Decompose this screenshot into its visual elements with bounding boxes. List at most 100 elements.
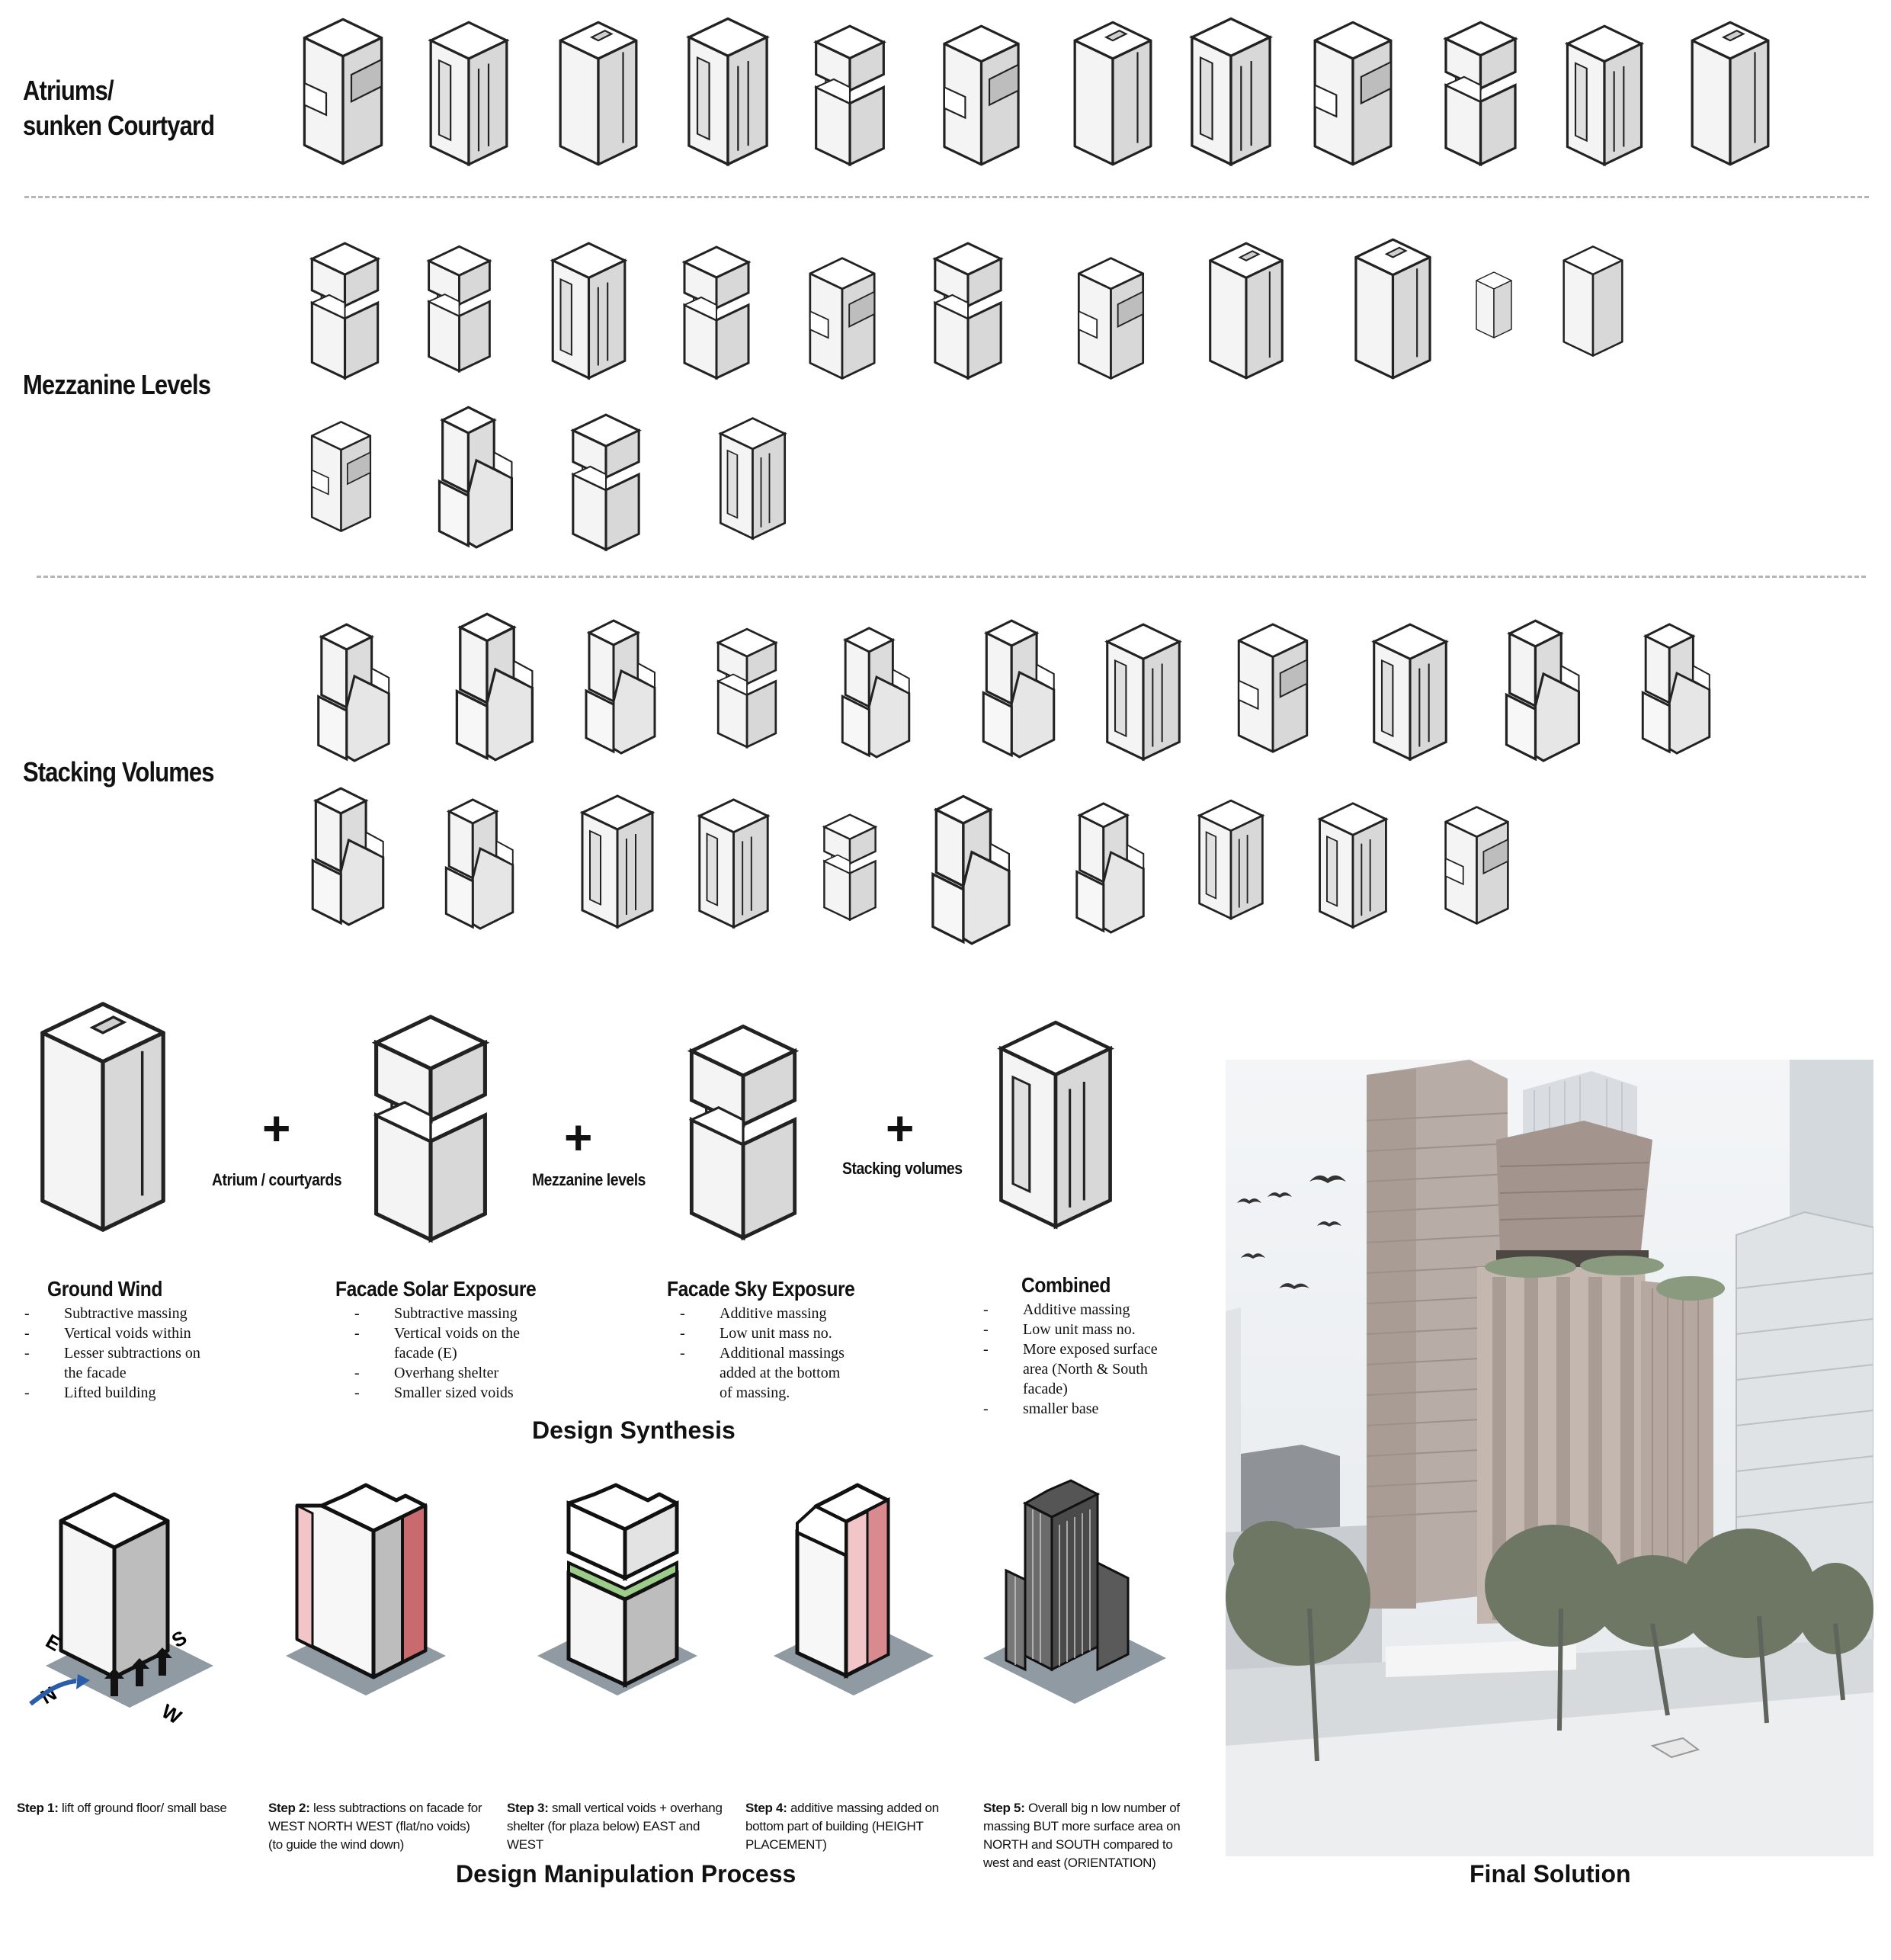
massing-block [1364, 621, 1456, 762]
massing-block [800, 255, 884, 381]
massing-block [705, 415, 800, 541]
massing-block [1433, 804, 1521, 926]
atrium-row [301, 15, 1825, 175]
massing-block [293, 419, 389, 534]
massing-block [1197, 789, 1265, 930]
operator-label-mezzanine: Mezzanine levels [532, 1170, 646, 1189]
massing-block [427, 19, 511, 168]
massing-block [1429, 19, 1532, 168]
arrow-up-icon [104, 1668, 124, 1696]
process-step-3-diagram [537, 1483, 697, 1695]
massing-block [545, 240, 633, 381]
category-label-mezzanine: Mezzanine Levels [23, 369, 211, 400]
bullet: smaller base [983, 1399, 1212, 1419]
section-caption-final: Final Solution [1470, 1860, 1631, 1888]
massing-block [1071, 19, 1155, 168]
step-text: Overall big n low number of massing BUT … [983, 1801, 1181, 1870]
category-label-atriums: Atriums/ sunken Courtyard [23, 75, 215, 141]
wind-arrow-icon [76, 1674, 90, 1689]
massing-block [1071, 255, 1151, 381]
bullet: Subtractive massing [24, 1304, 268, 1323]
bullet: the facade [64, 1365, 127, 1381]
plus-icon: + [262, 1101, 291, 1156]
bullet: Lesser subtractions on [24, 1343, 268, 1363]
massing-block [713, 610, 781, 766]
step-caption-5: Step 5: Overall big n low number of mass… [983, 1799, 1200, 1872]
massing-block [1494, 618, 1593, 762]
synthesis-ground-wind-block [30, 999, 175, 1235]
massing-block [1101, 621, 1185, 762]
massing-block [309, 621, 400, 762]
massing-block [454, 610, 537, 762]
column-title-solar: Facade Solar Exposure [335, 1277, 537, 1301]
step-prefix: Step 5: [983, 1801, 1025, 1815]
massing-block [1185, 15, 1277, 168]
massing-block [1067, 800, 1155, 934]
massing-block [572, 793, 663, 930]
massing-block [690, 797, 777, 930]
bullet: Low unit mass no. [680, 1323, 909, 1343]
bullet: Vertical voids within [24, 1323, 268, 1343]
massing-block [922, 793, 1021, 945]
massing-block [434, 404, 518, 549]
step-text: lift off ground floor/ small base [58, 1801, 227, 1815]
compass-w: W [158, 1699, 186, 1728]
column-title-ground-wind: Ground Wind [47, 1277, 162, 1301]
bullet: facade (E) [394, 1345, 457, 1362]
massing-block [309, 785, 389, 926]
synthesis-sky-block [675, 1022, 812, 1243]
massing-block [1559, 244, 1627, 358]
massing-block [583, 610, 659, 762]
bullet: Overhang shelter [354, 1363, 583, 1383]
bullet: Low unit mass no. [983, 1320, 1212, 1339]
operator-label-atrium: Atrium / courtyards [212, 1170, 342, 1189]
mezzanine-row-1 [301, 233, 1673, 385]
column-bullets-combined: Additive massing Low unit mass no. More … [983, 1300, 1212, 1419]
step-prefix: Step 1: [17, 1801, 59, 1815]
massing-block [934, 23, 1029, 168]
massing-block [678, 15, 777, 168]
section-caption-process: Design Manipulation Process [456, 1860, 796, 1888]
massing-block [1235, 621, 1311, 755]
city-render-image [1226, 1060, 1873, 1856]
category-label-stacking: Stacking Volumes [23, 756, 214, 788]
arrow-up-icon [130, 1658, 149, 1686]
plus-icon: + [886, 1101, 915, 1156]
column-title-combined: Combined [1021, 1273, 1111, 1297]
divider-2 [37, 576, 1866, 578]
column-title-sky: Facade Sky Exposure [667, 1277, 855, 1301]
step-text: small vertical voids + overhang shelter … [507, 1801, 723, 1852]
massing-block [976, 618, 1063, 759]
bullet: Additional massings [680, 1343, 909, 1363]
massing-block [926, 240, 1010, 381]
column-bullets-ground-wind: Subtractive massing Vertical voids withi… [24, 1304, 268, 1403]
massing-block [1349, 236, 1437, 381]
massing-block [1635, 621, 1719, 755]
step-text: additive massing added on bottom part of… [745, 1801, 939, 1852]
massing-block [301, 240, 389, 381]
arrow-up-icon [152, 1647, 172, 1676]
bullet: facade) [1023, 1381, 1068, 1397]
section-caption-synthesis: Design Synthesis [532, 1416, 736, 1444]
stacking-row-1 [309, 610, 1757, 770]
bullet: Lifted building [24, 1383, 268, 1403]
bullet: Smaller sized voids [354, 1383, 583, 1403]
massing-block [1475, 248, 1513, 362]
divider-1 [24, 196, 1869, 198]
massing-block [1307, 800, 1399, 930]
bullet: area (North & South [1023, 1361, 1148, 1378]
operator-label-stacking: Stacking volumes [842, 1159, 963, 1178]
step-caption-2: Step 2: less subtractions on facade for … [268, 1799, 486, 1854]
synthesis-solar-block [366, 1006, 495, 1250]
massing-block [423, 236, 495, 381]
final-solution-render [1226, 1060, 1873, 1856]
bullet: Additive massing [983, 1300, 1212, 1320]
wind-arrow-icon [29, 1679, 77, 1706]
step-caption-3: Step 3: small vertical voids + overhang … [507, 1799, 724, 1854]
bullet: of massing. [720, 1384, 790, 1401]
bullet: added at the bottom [720, 1365, 841, 1381]
bullet: More exposed surface [983, 1339, 1212, 1359]
step-prefix: Step 3: [507, 1801, 549, 1815]
process-step-2-diagram [286, 1483, 446, 1695]
massing-block [1555, 23, 1654, 168]
